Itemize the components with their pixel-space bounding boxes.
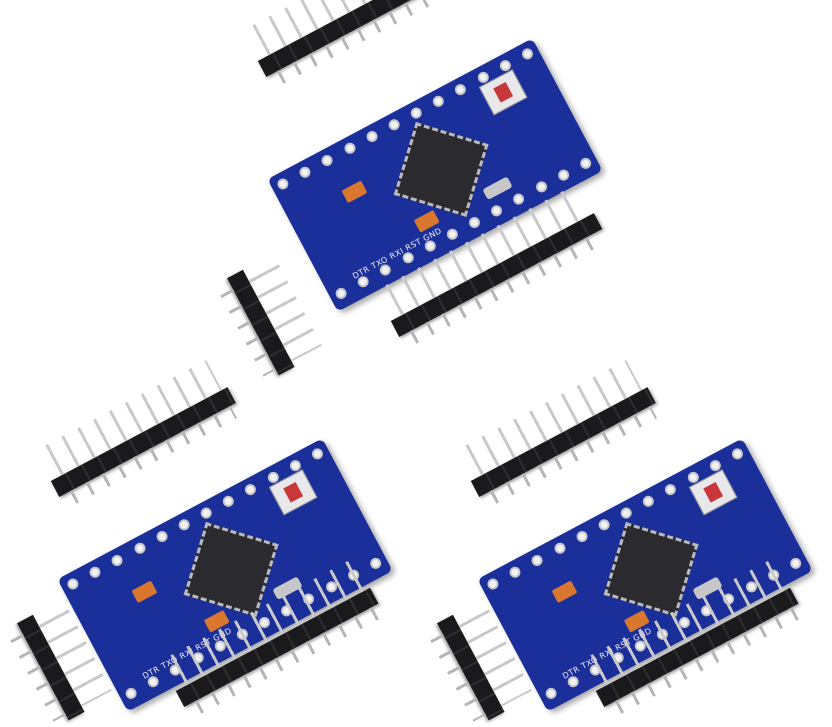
pin-header-left-side [17,614,85,721]
pin-header-top-side [227,269,295,376]
capacitor [551,580,578,604]
pin-header-right-straight [470,387,656,497]
pin-header-right-side [437,614,505,721]
crystal-oscillator [482,176,513,201]
pin-header-top-straight [257,0,452,77]
microcontroller-chip [183,522,279,617]
microcontroller-chip [603,522,699,617]
capacitor [131,580,158,604]
capacitor [341,180,368,204]
pin-header-left-straight [50,387,236,497]
microcontroller-chip [393,122,489,217]
